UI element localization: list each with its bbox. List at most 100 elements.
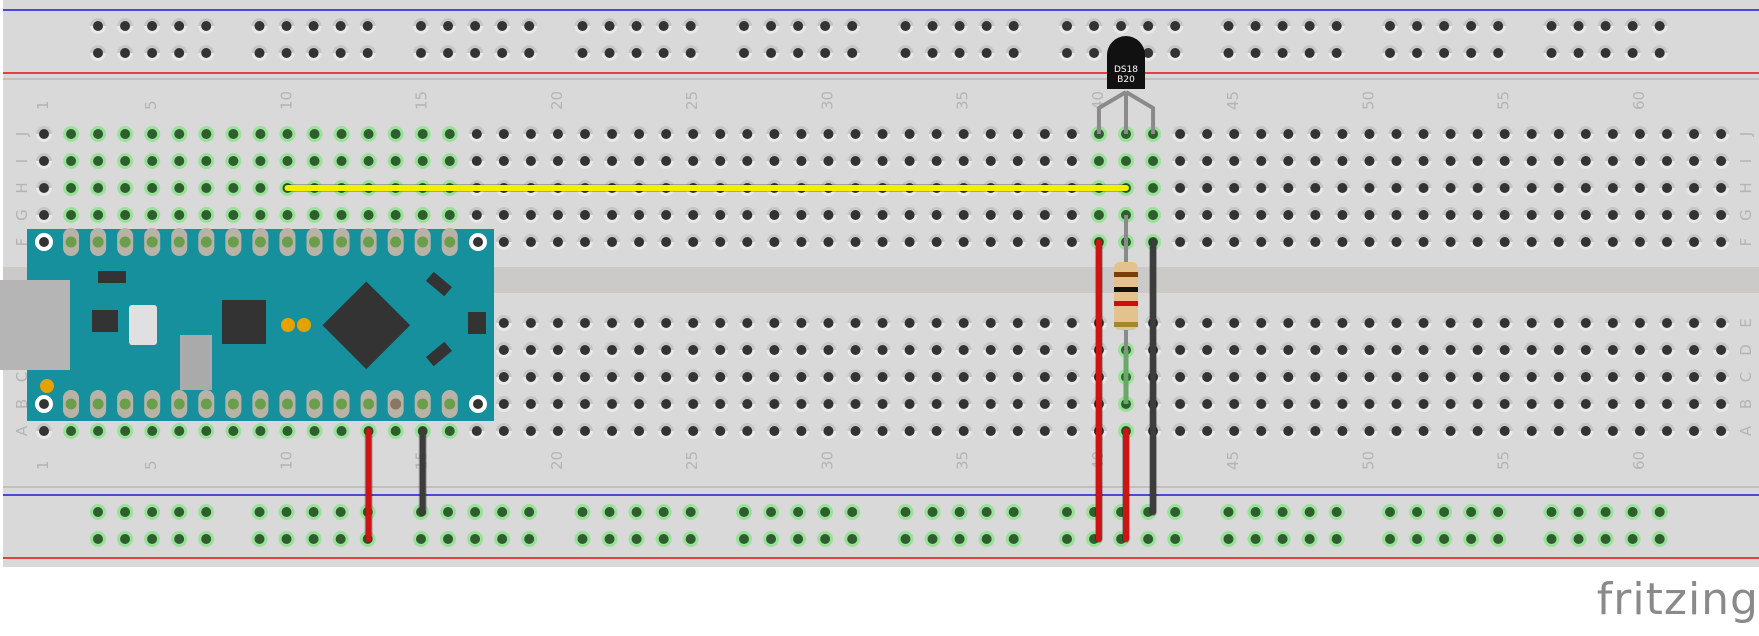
hole-D20[interactable]: [552, 345, 563, 355]
hole-B22[interactable]: [607, 399, 618, 409]
hole-C34[interactable]: [931, 372, 942, 382]
rail-hole-3-7[interactable]: [308, 534, 319, 544]
hole-A3[interactable]: [93, 426, 104, 436]
hole-F34[interactable]: [931, 237, 942, 247]
hole-F59[interactable]: [1607, 237, 1618, 247]
rail-hole-1-37[interactable]: [1277, 48, 1288, 58]
hole-J24[interactable]: [661, 129, 672, 139]
hole-B61[interactable]: [1662, 399, 1672, 409]
hole-E26[interactable]: [715, 318, 726, 328]
header-pin[interactable]: [390, 236, 402, 248]
hole-J31[interactable]: [850, 129, 861, 139]
rail-hole-0-40[interactable]: [1385, 21, 1395, 31]
hole-J60[interactable]: [1634, 129, 1645, 139]
hole-A7[interactable]: [201, 426, 212, 436]
hole-I47[interactable]: [1283, 156, 1294, 166]
hole-C19[interactable]: [525, 372, 536, 382]
hole-I48[interactable]: [1310, 156, 1321, 166]
hole-E35[interactable]: [958, 318, 969, 328]
rail-hole-3-14[interactable]: [524, 534, 535, 544]
hole-A4[interactable]: [120, 426, 131, 436]
hole-A2[interactable]: [66, 426, 77, 436]
rail-hole-0-16[interactable]: [604, 21, 615, 31]
rail-hole-2-44[interactable]: [1493, 507, 1504, 517]
hole-H45[interactable]: [1229, 183, 1240, 193]
hole-C63[interactable]: [1716, 372, 1727, 382]
hole-J62[interactable]: [1689, 129, 1700, 139]
hole-G61[interactable]: [1662, 210, 1672, 220]
rail-hole-1-39[interactable]: [1331, 48, 1342, 58]
hole-C59[interactable]: [1607, 372, 1618, 382]
hole-J4[interactable]: [120, 129, 131, 139]
header-pin[interactable]: [65, 398, 77, 410]
rail-hole-3-34[interactable]: [1170, 534, 1181, 544]
rail-hole-3-41[interactable]: [1412, 534, 1423, 544]
hole-D47[interactable]: [1283, 345, 1294, 355]
hole-C31[interactable]: [850, 372, 861, 382]
hole-D18[interactable]: [498, 345, 509, 355]
hole-A46[interactable]: [1256, 426, 1267, 436]
hole-J38[interactable]: [1039, 129, 1050, 139]
hole-D46[interactable]: [1256, 345, 1267, 355]
rail-hole-0-11[interactable]: [443, 21, 454, 31]
hole-F37[interactable]: [1012, 237, 1023, 247]
hole-F63[interactable]: [1716, 237, 1727, 247]
rail-hole-0-6[interactable]: [281, 21, 292, 31]
hole-A5[interactable]: [147, 426, 158, 436]
hole-J10[interactable]: [282, 129, 293, 139]
hole-G9[interactable]: [255, 210, 266, 220]
hole-I36[interactable]: [985, 156, 996, 166]
rail-hole-2-3[interactable]: [174, 507, 185, 517]
hole-I21[interactable]: [580, 156, 590, 166]
hole-B44[interactable]: [1202, 399, 1213, 409]
hole-F32[interactable]: [877, 237, 888, 247]
header-pin[interactable]: [444, 236, 456, 248]
hole-H5[interactable]: [147, 183, 158, 193]
hole-C26[interactable]: [715, 372, 726, 382]
hole-J1[interactable]: [39, 129, 49, 139]
hole-D58[interactable]: [1580, 345, 1591, 355]
header-pin[interactable]: [417, 398, 429, 410]
hole-A11[interactable]: [309, 426, 320, 436]
hole-E29[interactable]: [796, 318, 807, 328]
rail-hole-0-45[interactable]: [1546, 21, 1557, 31]
hole-I8[interactable]: [228, 156, 239, 166]
hole-A25[interactable]: [688, 426, 699, 436]
rail-hole-2-4[interactable]: [201, 507, 212, 517]
hole-D37[interactable]: [1012, 345, 1023, 355]
hole-H46[interactable]: [1256, 183, 1267, 193]
rail-hole-3-8[interactable]: [335, 534, 346, 544]
hole-A39[interactable]: [1066, 426, 1077, 436]
hole-B36[interactable]: [985, 399, 996, 409]
hole-C49[interactable]: [1337, 372, 1348, 382]
rail-hole-1-6[interactable]: [281, 48, 292, 58]
hole-F23[interactable]: [634, 237, 645, 247]
hole-G38[interactable]: [1039, 210, 1050, 220]
rail-hole-1-46[interactable]: [1573, 48, 1584, 58]
hole-B51[interactable]: [1391, 399, 1402, 409]
rail-hole-3-46[interactable]: [1573, 534, 1584, 544]
hole-A50[interactable]: [1364, 426, 1375, 436]
rail-hole-2-35[interactable]: [1223, 507, 1234, 517]
hole-I49[interactable]: [1337, 156, 1348, 166]
hole-D29[interactable]: [796, 345, 807, 355]
hole-B29[interactable]: [796, 399, 807, 409]
hole-C43[interactable]: [1175, 372, 1186, 382]
hole-I43[interactable]: [1175, 156, 1186, 166]
rail-hole-0-9[interactable]: [362, 21, 373, 31]
rail-hole-3-40[interactable]: [1385, 534, 1395, 544]
hole-A24[interactable]: [661, 426, 672, 436]
rail-hole-0-23[interactable]: [820, 21, 831, 31]
rail-hole-3-21[interactable]: [766, 534, 777, 544]
rail-hole-0-46[interactable]: [1573, 21, 1584, 31]
rail-hole-1-23[interactable]: [820, 48, 831, 58]
hole-E58[interactable]: [1580, 318, 1591, 328]
hole-J25[interactable]: [688, 129, 699, 139]
rail-hole-0-24[interactable]: [847, 21, 858, 31]
hole-B37[interactable]: [1012, 399, 1023, 409]
hole-F22[interactable]: [607, 237, 618, 247]
hole-A43[interactable]: [1175, 426, 1186, 436]
hole-C57[interactable]: [1553, 372, 1564, 382]
hole-H47[interactable]: [1283, 183, 1294, 193]
hole-H49[interactable]: [1337, 183, 1348, 193]
